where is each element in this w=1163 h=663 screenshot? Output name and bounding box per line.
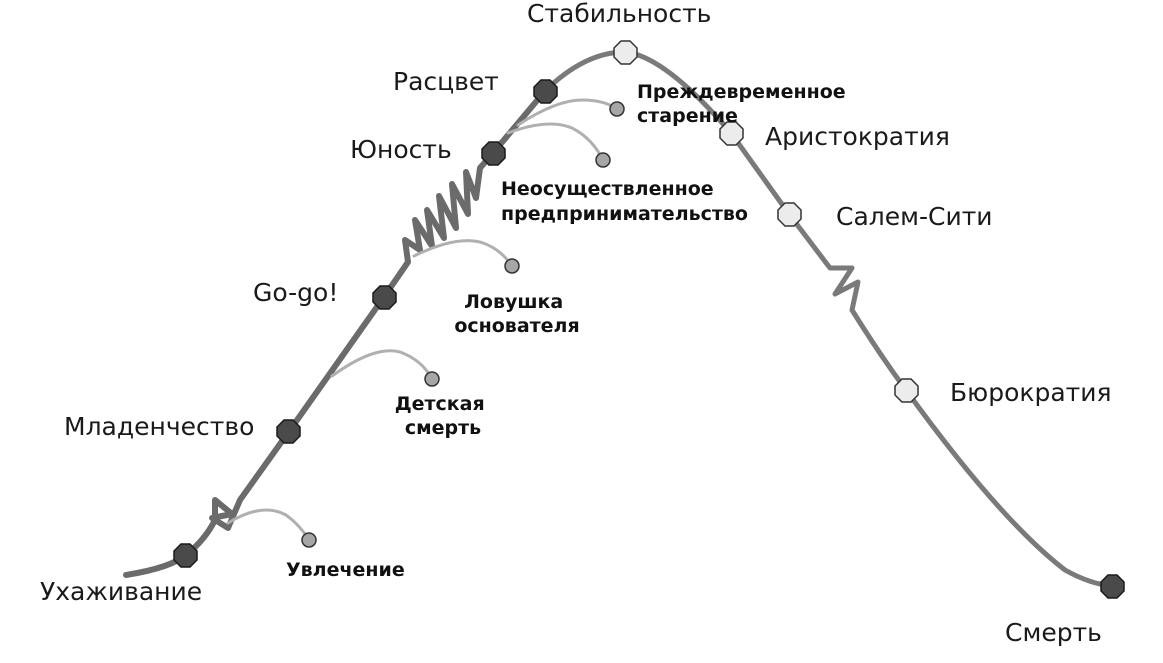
lifecycle-curve-growth xyxy=(123,88,548,578)
branch-infant-mortality xyxy=(330,349,434,381)
label-stability: Стабильность xyxy=(527,0,711,28)
node-prime xyxy=(533,79,558,104)
trap-label-founder-trap-line1: Ловушка xyxy=(464,291,563,313)
label-death: Смерть xyxy=(1005,618,1102,647)
trap-label-unfulfilled: Неосуществленное предпринимательство xyxy=(501,178,748,225)
node-aristocracy xyxy=(719,121,744,146)
label-gogo: Go-go! xyxy=(253,278,338,307)
trap-node-unfulfilled xyxy=(595,152,611,168)
label-courtship: Ухаживание xyxy=(40,577,202,606)
node-salem-city xyxy=(777,202,802,227)
trap-label-unfulfilled-line1: Неосуществленное xyxy=(501,178,714,200)
branch-affair xyxy=(226,508,311,542)
label-salem-city: Салем-Сити xyxy=(836,202,993,231)
label-adolescence: Юность xyxy=(350,135,452,164)
trap-label-unfulfilled-line2: предпринимательство xyxy=(501,203,748,225)
label-aristocracy: Аристократия xyxy=(765,122,950,151)
node-courtship xyxy=(173,543,198,568)
trap-node-infant-mortality xyxy=(424,371,440,387)
trap-label-infant-mortality: Детская смерть xyxy=(395,393,492,439)
label-prime: Расцвет xyxy=(393,67,499,96)
node-bureaucracy xyxy=(894,378,919,403)
label-bureaucracy: Бюрократия xyxy=(950,378,1112,407)
branch-founder-trap xyxy=(412,239,514,268)
trap-label-premature-aging-line1: Преждевременное xyxy=(637,81,846,103)
trap-label-infant-mortality-line2: смерть xyxy=(405,417,481,439)
trap-node-founder-trap xyxy=(504,258,520,274)
trap-label-affair: Увлечение xyxy=(286,559,405,581)
node-death xyxy=(1100,574,1125,599)
trap-label-infant-mortality-line1: Детская xyxy=(395,393,485,415)
trap-label-founder-trap: Ловушка основателя xyxy=(454,291,579,337)
trap-label-founder-trap-line2: основателя xyxy=(454,315,579,337)
node-infancy xyxy=(276,419,301,444)
trap-label-premature-aging-line2: старение xyxy=(637,105,738,127)
branch-unfulfilled xyxy=(506,122,605,162)
branch-premature-aging xyxy=(516,98,619,127)
trap-node-premature-aging xyxy=(609,101,625,117)
node-adolescence xyxy=(481,141,506,166)
trap-label-premature-aging: Преждевременное старение xyxy=(637,81,852,127)
node-stability xyxy=(613,40,638,65)
node-gogo xyxy=(372,285,397,310)
label-infancy: Младенчество xyxy=(64,412,254,441)
trap-node-affair xyxy=(301,532,317,548)
